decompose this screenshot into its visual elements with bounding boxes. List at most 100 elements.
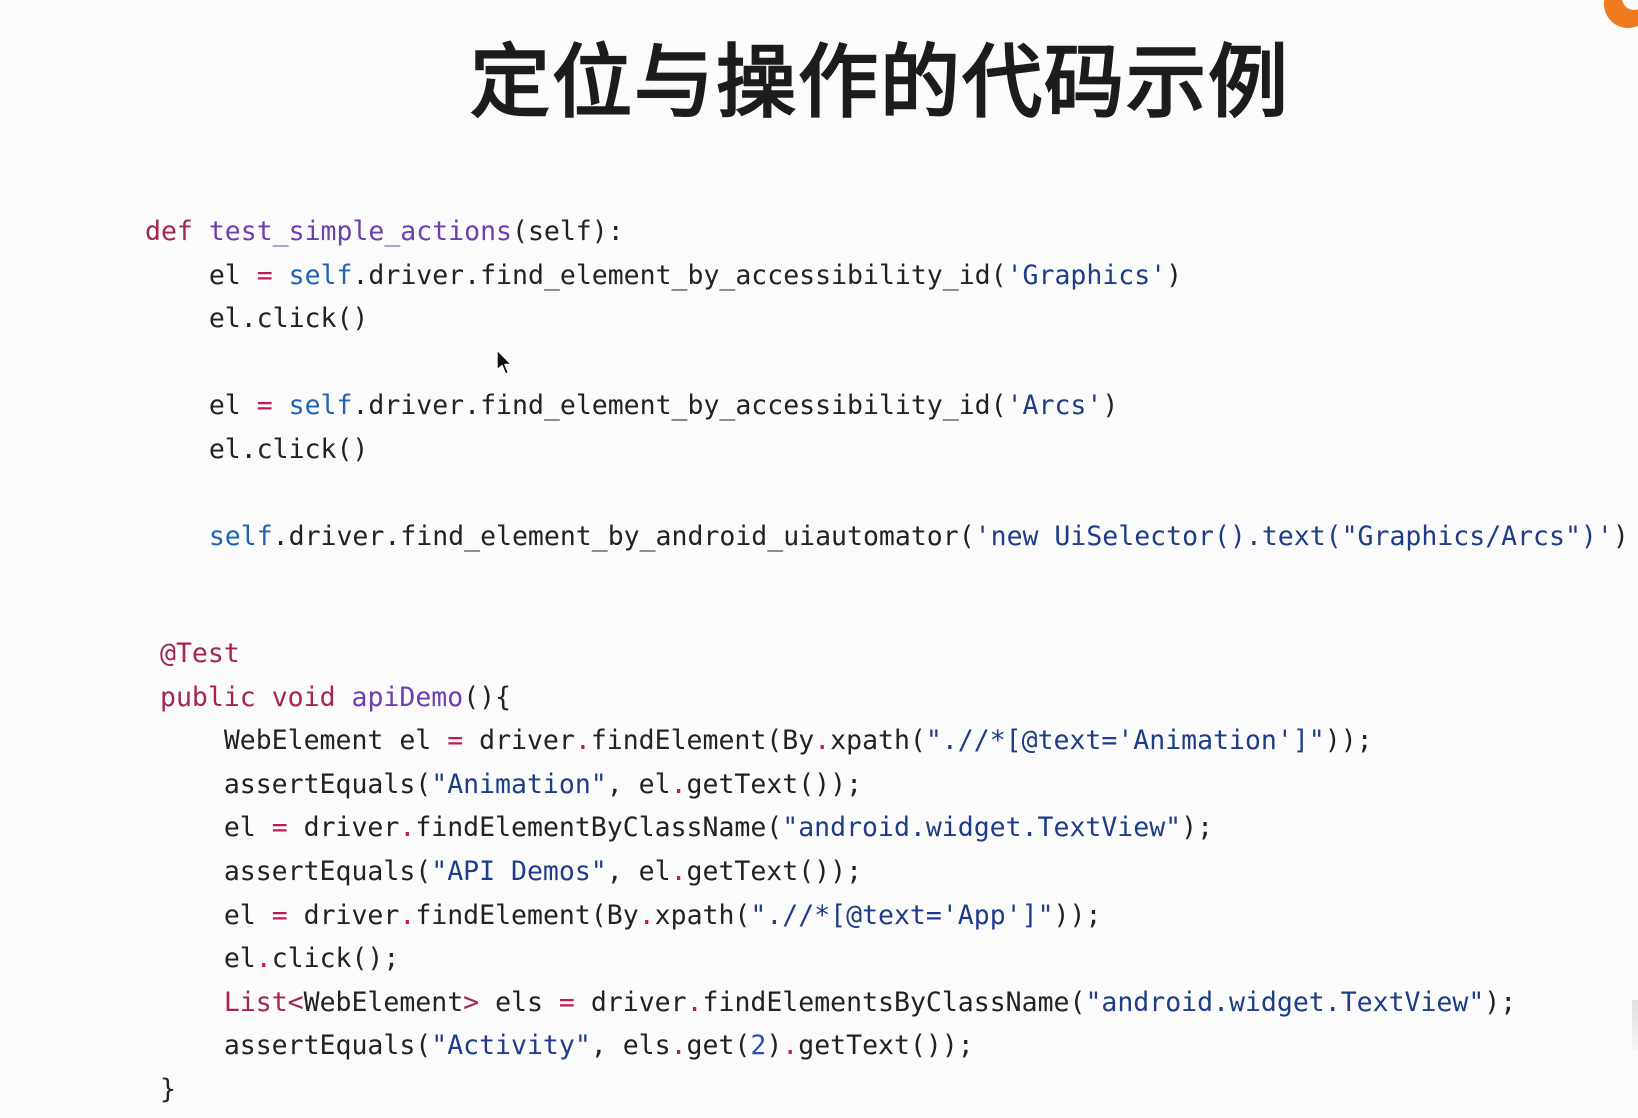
code-token: driver — [287, 812, 400, 844]
code-line: el = self.driver.find_element_by_accessi… — [145, 254, 1629, 298]
code-line — [145, 472, 1629, 516]
code-token: . — [670, 855, 687, 887]
code-token: ".//*[@text='App']" — [750, 899, 1054, 931]
code-line: el = driver.findElementByClassName("andr… — [160, 806, 1516, 850]
code-token: . — [670, 1030, 687, 1062]
code-token: WebElement — [303, 986, 464, 1018]
code-token: = — [256, 390, 273, 422]
code-token: driver — [574, 986, 687, 1018]
code-token — [273, 390, 289, 421]
code-token: self — [288, 390, 353, 422]
code-line: assertEquals("Activity", els.get(2).getT… — [160, 1024, 1516, 1068]
code-token: ) — [766, 1030, 783, 1062]
code-line: el.click(); — [160, 937, 1516, 981]
code-token — [273, 260, 289, 291]
code-token: = — [271, 812, 288, 844]
slide-title: 定位与操作的代码示例 — [470, 36, 1290, 129]
code-token: el — [160, 812, 272, 844]
code-token: el — [160, 899, 272, 931]
code-token: . — [814, 725, 831, 757]
code-token: .driver.find_element_by_accessibility_id… — [352, 259, 1007, 291]
code-line: WebElement el = driver.findElement(By.xp… — [160, 719, 1516, 763]
orange-logo-icon — [1604, 0, 1638, 28]
java-code-block: @Test public void apiDemo(){ WebElement e… — [160, 632, 1516, 1112]
code-token: getText()); — [798, 1030, 974, 1062]
code-token: apiDemo — [351, 681, 464, 713]
code-line: assertEquals("Animation", el.getText()); — [160, 763, 1516, 807]
code-token: assertEquals( — [160, 855, 432, 887]
code-token — [336, 682, 352, 713]
code-token: , els — [590, 1030, 671, 1062]
code-line: self.driver.find_element_by_android_uiau… — [145, 515, 1629, 559]
code-token: "API Demos" — [431, 855, 607, 887]
code-token: )); — [1324, 725, 1373, 757]
code-token — [160, 987, 224, 1018]
code-token: def — [145, 216, 193, 247]
code-token: findElementByClassName( — [415, 812, 783, 844]
code-token: els — [479, 986, 559, 1018]
code-line: List<WebElement> els = driver.findElemen… — [160, 981, 1516, 1025]
mouse-pointer-icon — [496, 349, 513, 375]
code-token: getText()); — [686, 768, 863, 800]
code-line: el = driver.findElement(By.xpath(".//*[@… — [160, 894, 1516, 938]
code-token: xpath( — [830, 725, 926, 757]
code-token: findElementsByClassName( — [702, 986, 1086, 1018]
code-token: self — [208, 521, 273, 553]
code-line: assertEquals("API Demos", el.getText()); — [160, 850, 1516, 894]
code-token: = — [271, 899, 288, 931]
code-token: getText()); — [686, 855, 863, 887]
code-token: (){ — [463, 681, 512, 713]
code-token: 'Arcs' — [1006, 390, 1103, 422]
code-token: "Animation" — [431, 768, 607, 800]
code-token: findElement(By — [590, 725, 815, 757]
code-token: "android.widget.TextView" — [782, 812, 1182, 844]
code-token: driver — [463, 725, 575, 757]
edge-decoration — [1632, 1000, 1638, 1050]
code-token: , el — [606, 855, 671, 887]
code-token: "Activity" — [431, 1030, 591, 1062]
code-token: el.click() — [145, 433, 369, 465]
code-token: el — [145, 259, 257, 291]
code-token: el — [145, 390, 257, 422]
code-token: . — [670, 768, 687, 800]
code-line: el = self.driver.find_element_by_accessi… — [145, 384, 1629, 428]
code-token: el — [160, 943, 256, 975]
code-token: 2 — [750, 1030, 767, 1062]
code-token: ".//*[@text='Animation']" — [925, 725, 1325, 757]
code-line: public void apiDemo(){ — [160, 676, 1516, 720]
code-token: ); — [1484, 986, 1517, 1018]
code-line — [145, 341, 1629, 385]
code-token: (self): — [511, 216, 624, 247]
code-line: el.click() — [145, 297, 1629, 341]
code-token: @Test — [160, 638, 240, 669]
code-token: . — [574, 725, 591, 757]
code-token: el.click() — [145, 303, 369, 335]
code-token: .driver.find_element_by_android_uiautoma… — [272, 521, 975, 553]
code-token: List< — [223, 986, 304, 1018]
code-token: > — [463, 986, 480, 1018]
code-token: ); — [1181, 812, 1214, 844]
code-token: . — [638, 899, 655, 931]
code-token: .driver.find_element_by_accessibility_id… — [352, 390, 1007, 422]
code-token: = — [256, 259, 273, 291]
code-token: ) — [1166, 259, 1183, 291]
code-token: test_simple_actions — [208, 216, 512, 247]
code-token: )); — [1053, 899, 1102, 931]
code-token: . — [255, 943, 272, 975]
code-token: click(); — [271, 943, 400, 975]
code-token: , el — [606, 768, 671, 800]
code-token: 'new UiSelector().text("Graphics/Arcs")' — [974, 521, 1613, 553]
code-token: xpath( — [654, 899, 751, 931]
code-token: "android.widget.TextView" — [1085, 986, 1485, 1018]
code-token: findElement(By — [415, 899, 639, 931]
code-token: ) — [1612, 521, 1629, 553]
code-token: . — [399, 812, 416, 844]
code-token: } — [160, 1073, 176, 1105]
code-token — [193, 216, 209, 247]
code-line: @Test — [160, 632, 1516, 676]
code-token: WebElement el — [160, 725, 448, 757]
code-token: assertEquals( — [160, 768, 432, 800]
code-token — [256, 682, 272, 713]
code-line: el.click() — [145, 428, 1629, 472]
code-token: = — [558, 986, 575, 1018]
